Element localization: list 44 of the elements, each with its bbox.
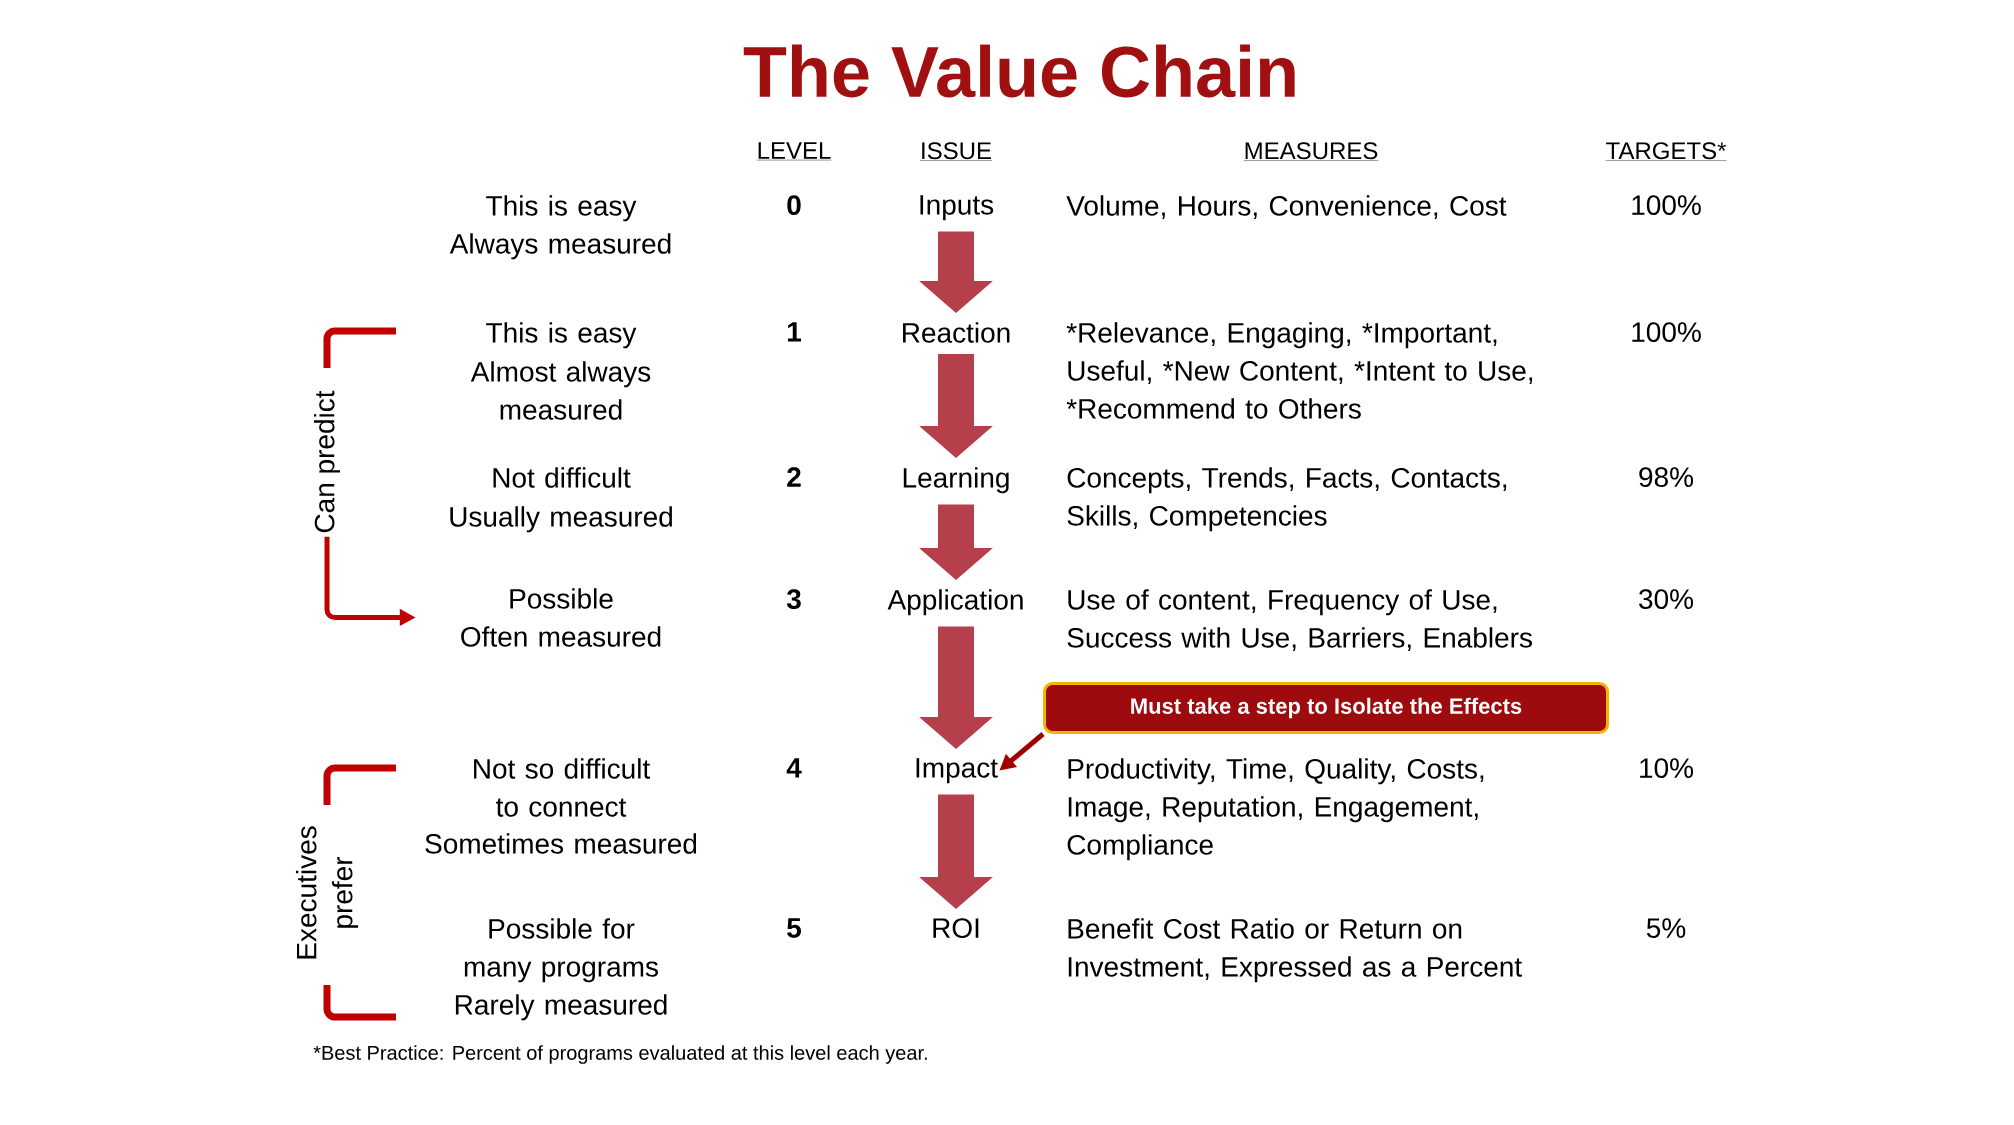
target-value: 30% [1639, 589, 1694, 610]
bracket-label: Can predict [313, 390, 341, 533]
measurement-frequency: Sometimes measured [425, 833, 697, 854]
issue-text: ROI [933, 918, 979, 939]
measurement-frequency: Always measured [449, 233, 671, 260]
target-value: 5% [1646, 918, 1686, 938]
measurement-frequency: Usually measured [450, 506, 672, 533]
measurement-frequency: Rarely measured [455, 994, 667, 1021]
column-header: TARGETS* [1605, 142, 1727, 161]
level-heading: Not difficult [493, 467, 631, 488]
measures-text: Benefit Cost Ratio or Return on Investment, Expressed as a Percent [1068, 918, 1522, 983]
level-number: 5 [787, 918, 801, 938]
column-header: MEASURES [1243, 142, 1379, 161]
level-number: 2 [787, 467, 801, 487]
column-header: ISSUE [919, 142, 993, 161]
level-number: 1 [788, 322, 801, 342]
measures-text: Concepts, Trends, Facts, Contacts, Skills, Competencies [1067, 467, 1507, 532]
measures-text: Volume, Hours, Convenience, Cost [1066, 195, 1507, 220]
level-number: 4 [786, 758, 802, 778]
footnote: *Best Practice: Percent of programs evaluated at this level each year. [313, 1045, 927, 1064]
issue-text: Inputs [920, 195, 994, 221]
target-value: 10% [1640, 758, 1694, 779]
issue-text: Reaction [903, 322, 1010, 343]
level-heading: Possible for many programs [464, 918, 658, 983]
measures-text: Use of content, Frequency of Use, Success with Use, Barriers, Enablers [1067, 589, 1532, 652]
level-heading: This is easy [486, 322, 637, 349]
callout-box: Must take a step to Isolate the Effects [1043, 682, 1609, 734]
level-number: 3 [786, 589, 801, 610]
level-heading: This is easy [486, 195, 637, 222]
issue-text: Learning [903, 467, 1009, 494]
level-heading: Not so difficult to connect [474, 758, 650, 817]
issue-text: Impact [916, 758, 998, 784]
column-header: LEVEL [756, 142, 832, 161]
bracket-label: Executives prefer [295, 826, 359, 959]
level-heading: Possible Often measured [461, 588, 661, 647]
measures-text: *Relevance, Engaging, *Important, Useful, *New Content, *Intent to Use, *Recommend to Others [1066, 322, 1533, 419]
measurement-frequency: Almost always measured [470, 361, 651, 420]
level-number: 0 [787, 195, 801, 215]
title: The Value Chain [743, 44, 1295, 98]
measures-text: Productivity, Time, Quality, Costs, Image, Reputation, Engagement, Compliance [1067, 758, 1484, 861]
target-value: 100% [1632, 322, 1701, 342]
target-value: 98% [1639, 467, 1694, 488]
target-value: 100% [1632, 195, 1701, 215]
issue-text: Application [887, 589, 1023, 616]
